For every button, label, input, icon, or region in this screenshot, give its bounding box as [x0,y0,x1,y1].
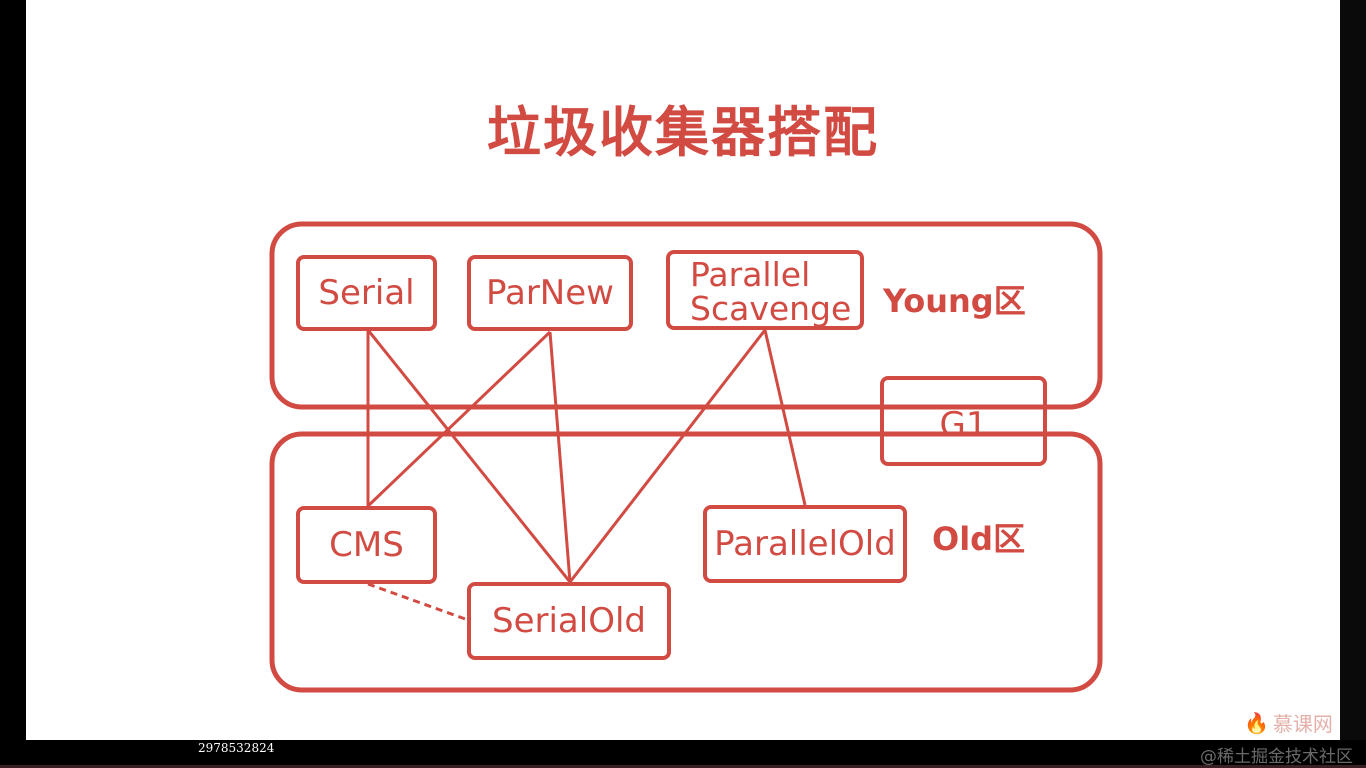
collector-parallel-old-label: ParallelOld [714,524,896,564]
diagram-connectors [269,221,1103,693]
slide [26,0,1340,740]
flame-icon: 🔥 [1244,710,1269,735]
mooc-logo-text: 慕课网 [1272,712,1333,736]
right-edge-strip [1340,0,1366,740]
collector-parallel-old: ParallelOld [703,505,907,583]
collector-g1: G1 [880,376,1047,466]
collector-parallel-scavenge-line2: Scavenge [690,289,852,328]
line-parnew-cms [366,330,552,508]
collector-g1-label: G1 [939,405,988,445]
viewer-id-watermark: 2978532824 [198,741,275,755]
site-watermark: @稀土掘金技术社区 [1200,747,1353,767]
mooc-logo: 🔥 慕课网 [1244,708,1333,737]
line-serial-serialold [366,329,572,583]
bottom-bar [0,740,1366,768]
collector-cms: CMS [296,506,437,584]
collector-serial: Serial [296,255,437,331]
collector-parallel-scavenge: Parallel Scavenge [666,250,864,330]
line-parnew-serialold [548,331,572,583]
collector-parnew: ParNew [467,255,633,331]
collector-cms-label: CMS [329,525,404,565]
collector-serial-label: Serial [318,273,415,313]
collector-serial-old: SerialOld [467,582,671,660]
collector-parnew-label: ParNew [486,273,614,313]
old-zone-label: Old区 [932,520,1026,558]
young-zone-container [269,221,1103,410]
young-zone-label: Young区 [883,282,1026,320]
collector-serial-old-label: SerialOld [492,601,646,641]
collector-parallel-scavenge-line1: Parallel [690,255,811,294]
line-scavenge-serialold [568,329,767,583]
line-scavenge-parallelold [763,329,807,506]
slide-title: 垃圾收集器搭配 [487,101,879,164]
line-cms-serialold-dashed [367,582,469,622]
